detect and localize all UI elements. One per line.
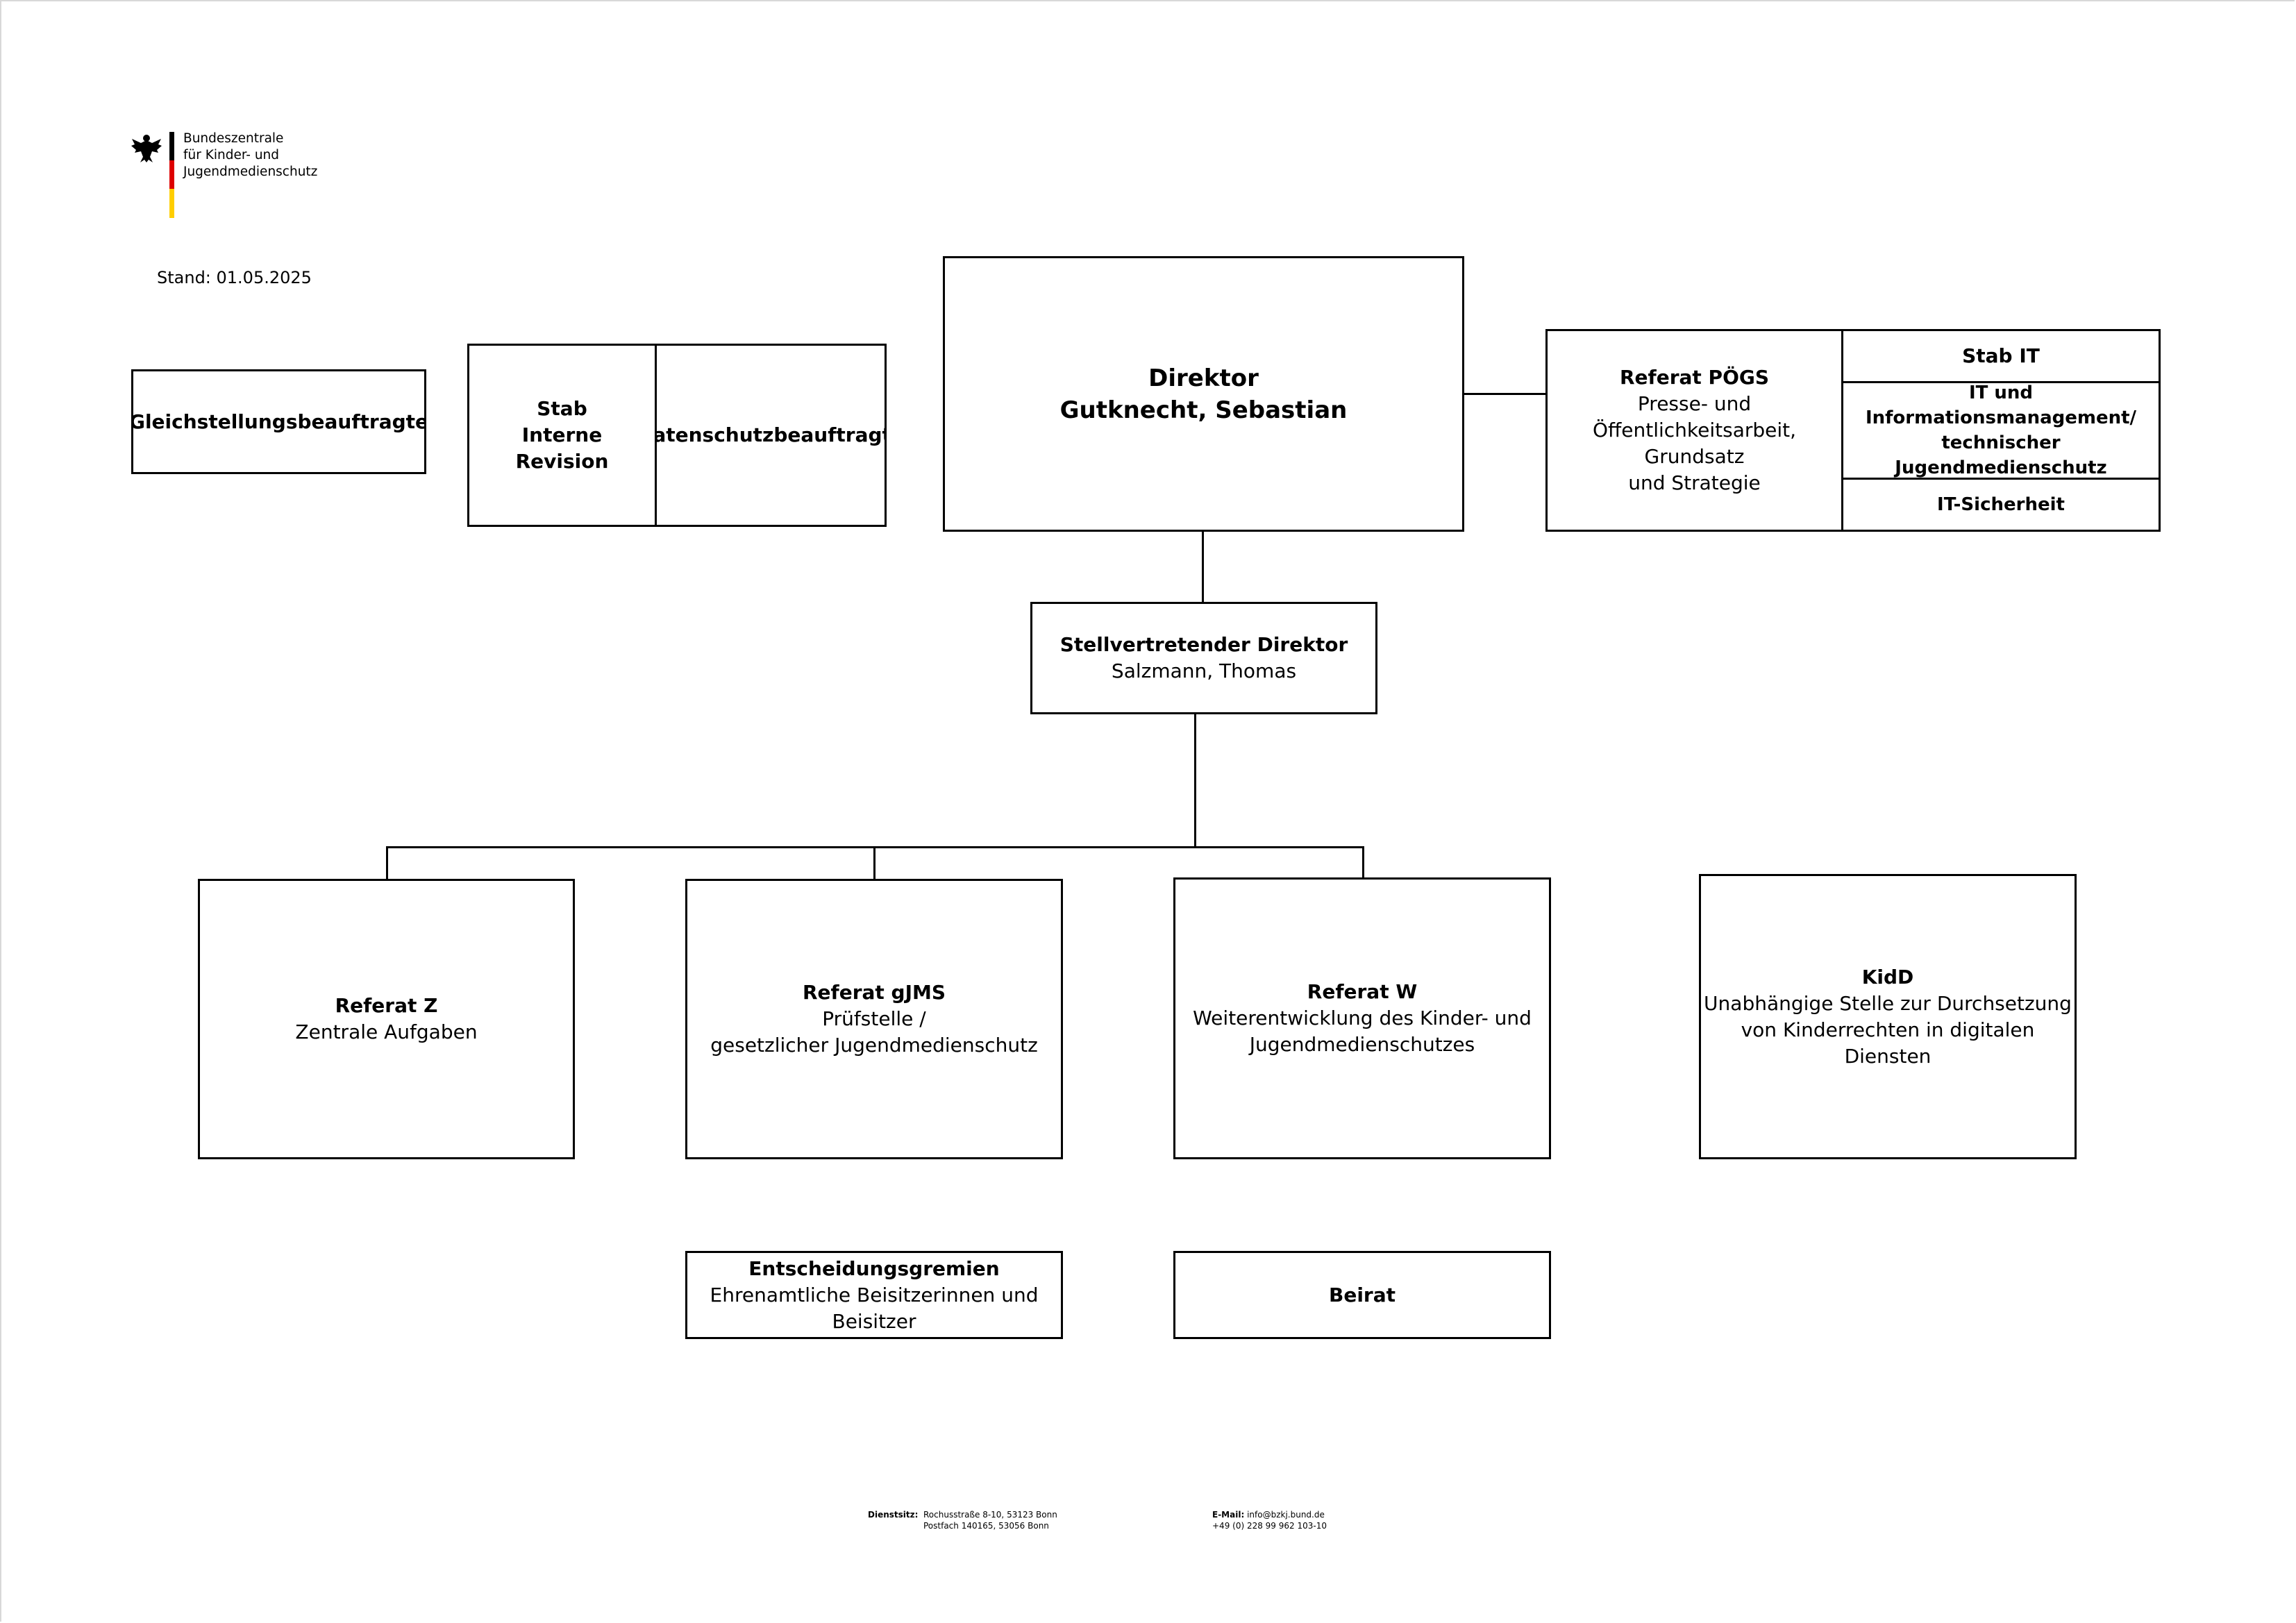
referat-w-box: Referat W Weiterentwicklung des Kinder- … [1173,877,1551,1159]
it-info-box: IT und Informationsmanagement/ technisch… [1841,381,2161,480]
email-label: E-Mail: [1212,1510,1245,1520]
stellv-title: Stellvertretender Direktor [1059,633,1348,656]
entscheidung-line: Beisitzer [832,1309,916,1333]
direktor-name: Gutknecht, Sebastian [1059,396,1348,424]
it-sicherheit-box: IT-Sicherheit [1841,478,2161,532]
poegs-box: Referat PÖGS Presse- und Öffentlichkeits… [1545,329,1843,532]
poegs-line: Presse- und [1637,392,1752,415]
it-sicherheit-title: IT-Sicherheit [1937,494,2065,515]
stand-date: Stand: 01.05.2025 [157,268,312,287]
beirat-box: Beirat [1173,1251,1551,1339]
datenschutz-title: Datenschutzbeauftragte [657,423,885,446]
direktor-title: Direktor [1148,364,1259,392]
stellv-direktor-box: Stellvertretender Direktor Salzmann, Tho… [1030,602,1377,714]
eagle-icon [131,135,162,162]
gleichstellung-box: Gleichstellungsbeauftragte [131,369,426,474]
logo-line: Bundeszentrale [183,131,284,146]
flag-gold [169,189,174,218]
kidd-line: Unabhängige Stelle zur Durchsetzung [1704,991,2072,1015]
entscheidungsgremien-box: Entscheidungsgremien Ehrenamtliche Beisi… [685,1251,1063,1339]
poegs-line: Öffentlichkeitsarbeit, Grundsatz [1592,419,1797,468]
referat-z-box: Referat Z Zentrale Aufgaben [198,879,575,1159]
connector-ref-gjms [873,846,875,881]
stab-revision-box: Stab Interne Revision [467,344,657,527]
referat-gjms-line: gesetzlicher Jugendmedienschutz [710,1034,1038,1057]
connector-ref-z [386,846,388,881]
poegs-title: Referat PÖGS [1619,366,1770,389]
stellv-name: Salzmann, Thomas [1111,659,1297,682]
connector-stellv-down [1194,712,1196,848]
flag-black [169,132,174,160]
poegs-line: und Strategie [1628,471,1761,494]
connector-direktor-stellv [1202,530,1204,604]
entscheidung-line: Ehrenamtliche Beisitzerinnen und [710,1283,1039,1306]
footer-contact: E-Mail: info@bzkj.bund.de +49 (0) 228 99… [1212,1509,1327,1531]
dienstsitz-line: Postfach 140165, 53056 Bonn [923,1521,1049,1531]
logo-text: Bundeszentrale für Kinder- und Jugendmed… [183,131,317,180]
kidd-title: KidD [1861,965,1914,989]
it-info-line: IT und Informationsmanagement/ [1865,382,2137,428]
referat-gjms-box: Referat gJMS Prüfstelle / gesetzlicher J… [685,879,1063,1159]
stab-revision-title: Stab Interne Revision [515,397,609,473]
dienstsitz-label: Dienstsitz: [868,1510,919,1520]
stab-it-box: Stab IT [1841,329,2161,383]
referat-w-line: Jugendmedienschutzes [1249,1033,1475,1056]
referat-z-title: Referat Z [335,994,438,1017]
beirat-title: Beirat [1328,1283,1396,1306]
entscheidung-title: Entscheidungsgremien [748,1256,1000,1280]
referat-gjms-line: Prüfstelle / [822,1007,926,1030]
kidd-line: von Kinderrechten in digitalen Diensten [1741,1018,2035,1068]
email-value: info@bzkj.bund.de [1247,1510,1325,1520]
stab-it-title: Stab IT [1962,344,2040,367]
kidd-box: KidD Unabhängige Stelle zur Durchsetzung… [1699,874,2077,1159]
referat-gjms-title: Referat gJMS [802,981,946,1004]
referat-w-line: Weiterentwicklung des Kinder- und [1193,1007,1532,1029]
datenschutz-box: Datenschutzbeauftragte [655,344,887,527]
it-info-line: technischer Jugendmedienschutz [1895,432,2107,478]
connector-direktor-poegs [1463,393,1548,395]
gleichstellung-title: Gleichstellungsbeauftragte [131,410,426,433]
direktor-box: Direktor Gutknecht, Sebastian [943,256,1464,532]
referat-z-line: Zentrale Aufgaben [295,1020,478,1043]
referat-w-title: Referat W [1307,980,1418,1003]
footer-dienstsitz: Dienstsitz: Rochusstraße 8-10, 53123 Bonn… [868,1509,1057,1531]
logo-line: für Kinder- und [183,148,280,162]
flag-red [169,160,174,189]
flag-bar [169,132,174,218]
logo-line: Jugendmedienschutz [183,165,318,179]
connector-ref-w [1362,846,1364,880]
phone-value: +49 (0) 228 99 962 103-10 [1212,1521,1327,1531]
dienstsitz-line: Rochusstraße 8-10, 53123 Bonn [923,1510,1057,1520]
